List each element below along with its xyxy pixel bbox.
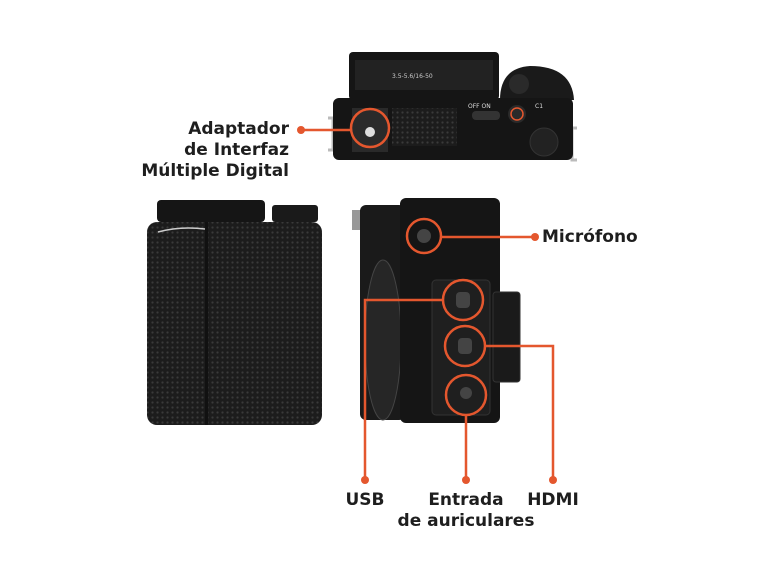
label-line: de auriculares bbox=[397, 511, 535, 531]
callout-lines bbox=[301, 107, 555, 480]
hdmi-label: HDMI bbox=[527, 490, 579, 510]
label-line: Entrada bbox=[428, 490, 504, 510]
callout-dots bbox=[297, 126, 557, 484]
label-line: Múltiple Digital bbox=[141, 161, 289, 181]
camera-port-side bbox=[352, 198, 521, 423]
camera-grip-side bbox=[147, 200, 322, 425]
multi-interface-highlight bbox=[349, 107, 391, 149]
multi-interface-label: Adaptador de Interfaz Múltiple Digital bbox=[141, 119, 289, 182]
headphone-label: Entrada de auriculares bbox=[398, 490, 535, 532]
label-line: Adaptador bbox=[188, 119, 289, 139]
usb-label: USB bbox=[345, 490, 385, 510]
c1-marking: C1 bbox=[535, 103, 543, 110]
label-line: de Interfaz bbox=[184, 140, 289, 160]
lens-marking: 3.5-5.6/16-50 bbox=[392, 73, 433, 80]
switch-marking: OFF ON bbox=[468, 103, 491, 110]
camera-top-view: 3.5-5.6/16-50 OFF ON C1 bbox=[328, 52, 577, 162]
microphone-label: Micrófono bbox=[542, 227, 638, 247]
